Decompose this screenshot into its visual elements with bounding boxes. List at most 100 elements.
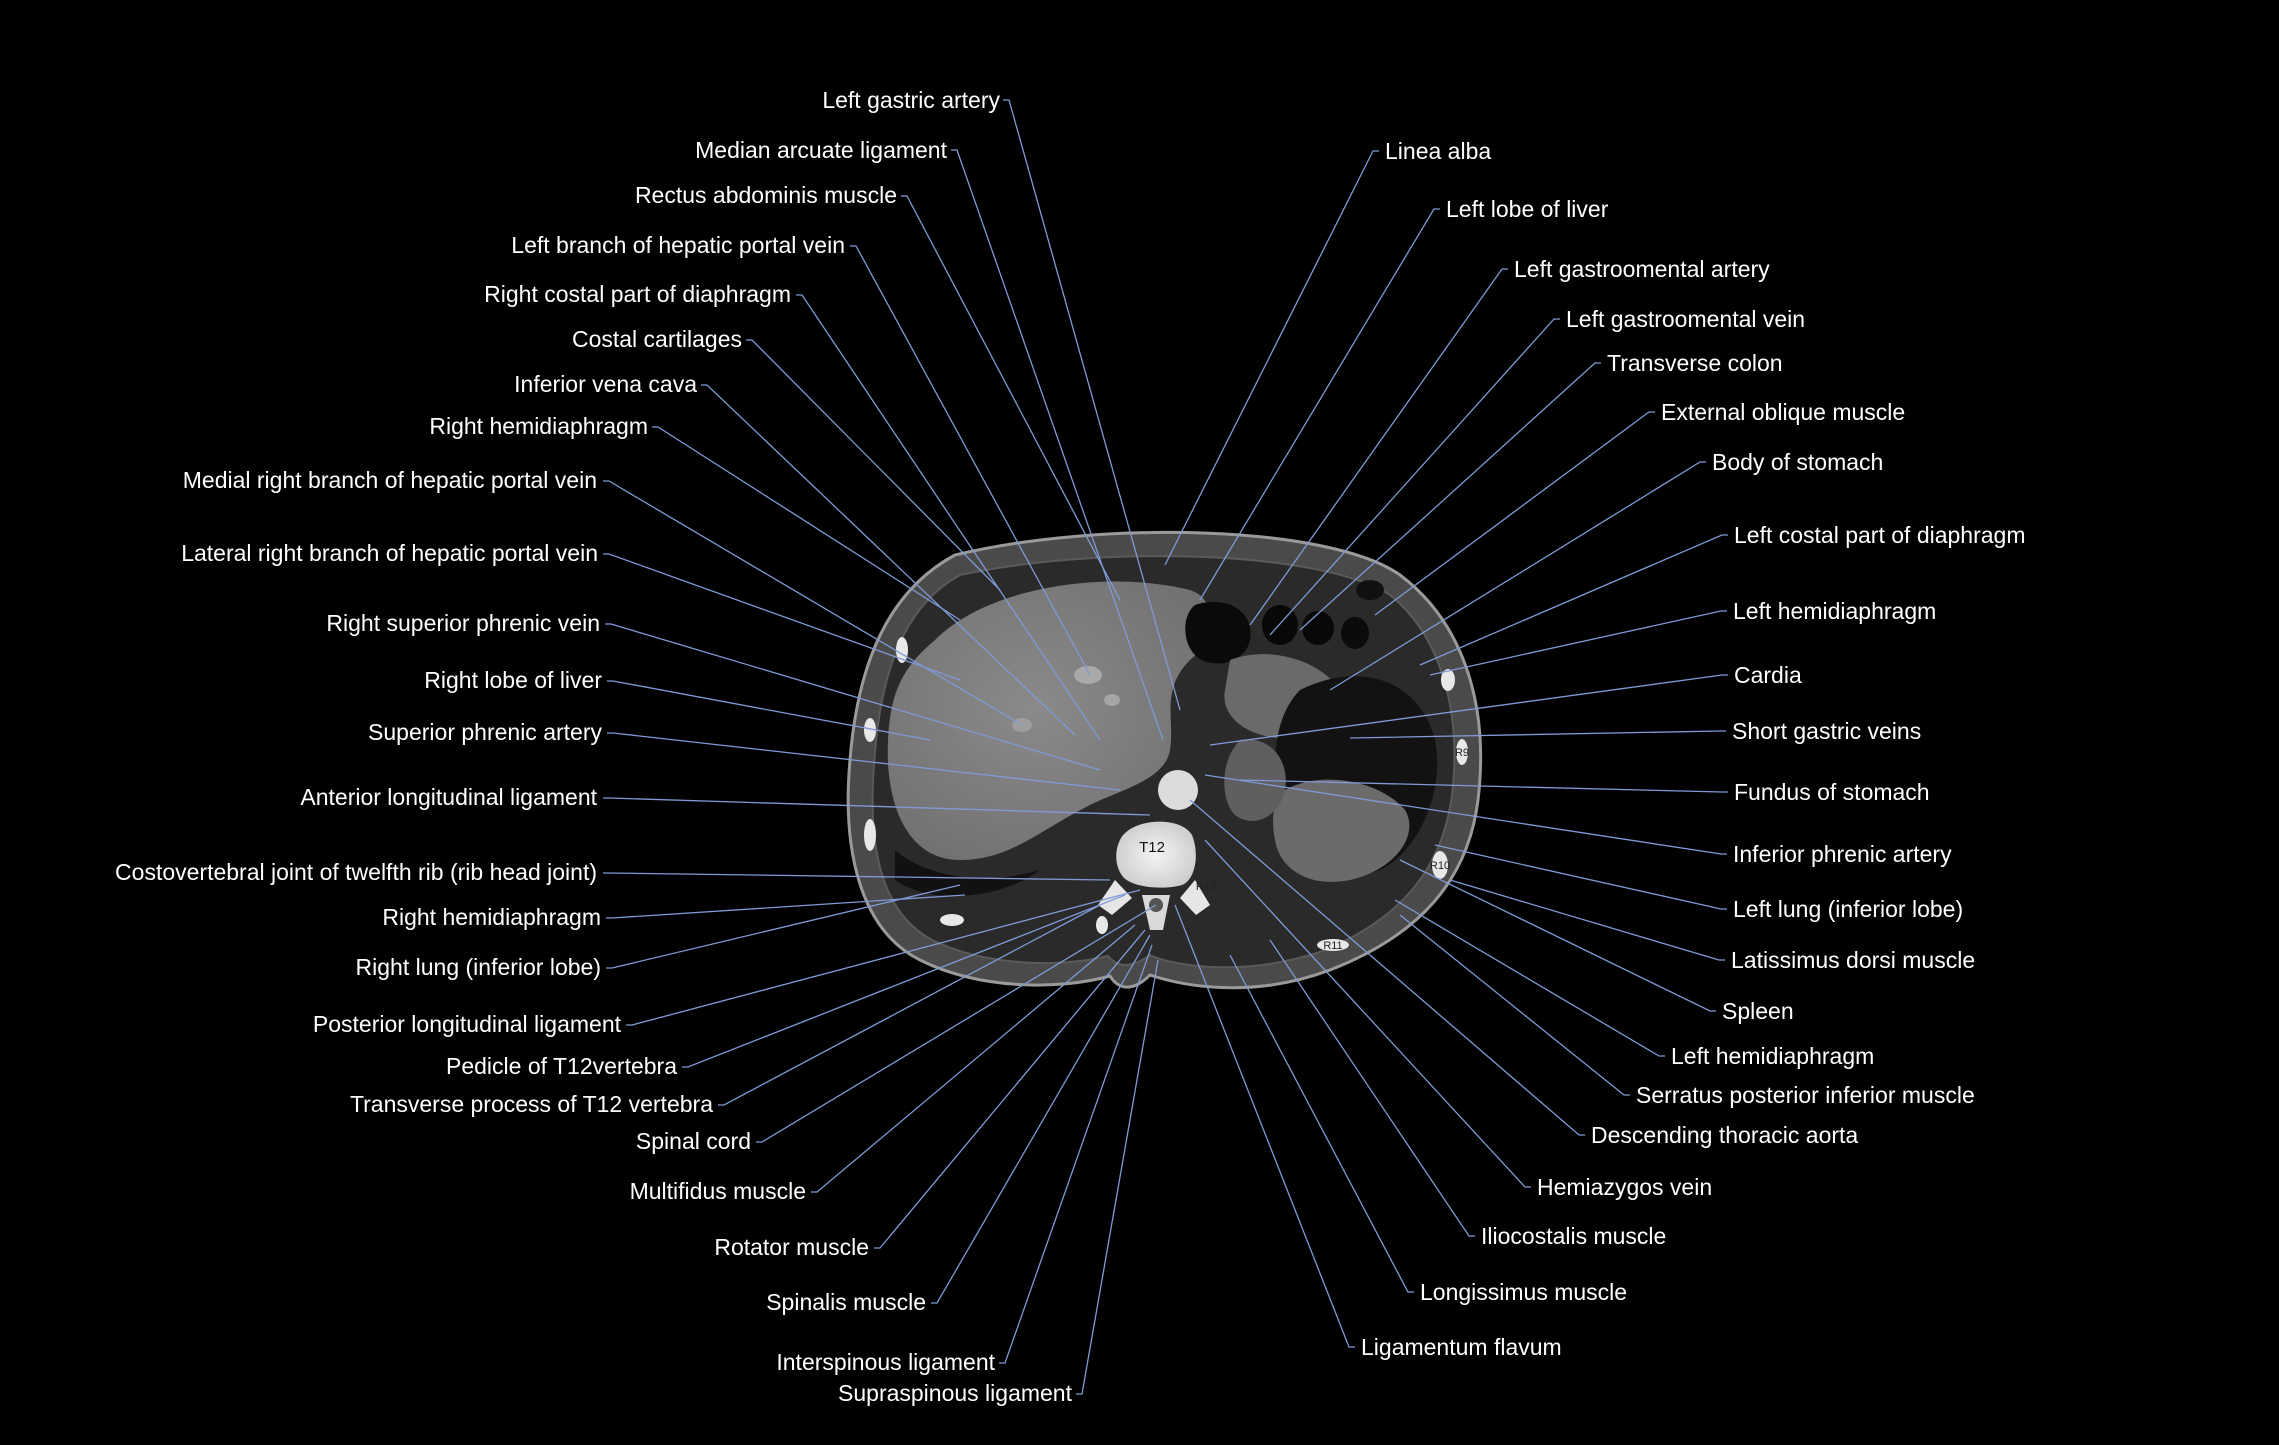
label-left-lung-inferior-lobe: Left lung (inferior lobe) — [1733, 896, 1963, 922]
leader-line — [607, 680, 931, 741]
leader-line — [607, 732, 1121, 791]
label-lateral-right-branch-portal-vein: Lateral right branch of hepatic portal v… — [181, 540, 598, 566]
leader-line — [1199, 208, 1440, 601]
aorta — [1158, 770, 1198, 810]
leader-line — [652, 426, 961, 621]
label-short-gastric-veins: Short gastric veins — [1732, 718, 1921, 744]
right-lung — [895, 850, 1040, 897]
label-descending-thoracic-aorta: Descending thoracic aorta — [1591, 1122, 1858, 1148]
label-posterior-longitudinal-ligament: Posterior longitudinal ligament — [313, 1011, 622, 1037]
leader-line — [606, 884, 961, 969]
label-hemiazygos-vein: Hemiazygos vein — [1537, 1174, 1712, 1200]
vertebra: T12 — [1098, 821, 1210, 930]
leader-line — [1249, 268, 1508, 626]
label-inferior-phrenic-artery: Inferior phrenic artery — [1733, 841, 1952, 867]
leader-line — [603, 797, 1151, 816]
label-left-gastroomental-artery: Left gastroomental artery — [1514, 256, 1770, 282]
label-spleen: Spleen — [1722, 998, 1794, 1024]
leader-line — [796, 294, 1101, 741]
label-transverse-colon: Transverse colon — [1607, 350, 1783, 376]
label-left-gastric-artery: Left gastric artery — [822, 87, 1000, 113]
leader-line — [746, 339, 1001, 591]
label-rotator-muscle: Rotator muscle — [714, 1234, 869, 1260]
leader-line — [1189, 799, 1585, 1136]
label-external-oblique-muscle: External oblique muscle — [1661, 399, 1905, 425]
label-multifidus-muscle: Multifidus muscle — [630, 1178, 806, 1204]
label-supraspinous-ligament: Supraspinous ligament — [838, 1380, 1073, 1406]
leader-line — [1174, 904, 1355, 1348]
leader-line — [1349, 730, 1726, 739]
label-spinalis-muscle: Spinalis muscle — [766, 1289, 926, 1315]
leader-line — [603, 872, 1111, 881]
leader-line — [756, 904, 1157, 1143]
leader-line — [626, 889, 1141, 1026]
label-right-hemidiaphragm-lower: Right hemidiaphragm — [382, 904, 601, 930]
rib-label: R12 — [1196, 881, 1216, 893]
leader-line — [1076, 959, 1159, 1395]
label-median-arcuate-ligament: Median arcuate ligament — [695, 137, 947, 163]
leader-line — [603, 480, 1023, 726]
leader-line — [931, 934, 1151, 1304]
label-medial-right-branch-portal-vein: Medial right branch of hepatic portal ve… — [183, 467, 597, 493]
leader-line — [1229, 954, 1414, 1293]
label-transverse-process-t12: Transverse process of T12 vertebra — [350, 1091, 713, 1117]
leader-line — [999, 944, 1153, 1364]
leader-line — [1329, 461, 1706, 691]
rib-label: R11 — [1323, 940, 1342, 952]
label-right-lobe-of-liver: Right lobe of liver — [424, 667, 602, 693]
leader-line — [1299, 362, 1601, 631]
leader-line — [1434, 844, 1727, 910]
label-left-hemidiaphragm-upper: Left hemidiaphragm — [1733, 598, 1936, 624]
leader-line — [605, 623, 1101, 771]
label-fundus-of-stomach: Fundus of stomach — [1734, 779, 1930, 805]
spleen — [1273, 779, 1410, 882]
label-left-branch-hepatic-portal-vein: Left branch of hepatic portal vein — [511, 232, 845, 258]
leader-line — [1419, 534, 1728, 666]
leader-line — [1204, 839, 1531, 1188]
label-iliocostalis-muscle: Iliocostalis muscle — [1481, 1223, 1666, 1249]
leader-lines — [603, 99, 1728, 1395]
leader-line — [682, 894, 1126, 1068]
label-right-lung-inferior-lobe: Right lung (inferior lobe) — [356, 954, 601, 980]
leader-line — [603, 553, 961, 681]
label-left-lobe-of-liver: Left lobe of liver — [1446, 196, 1609, 222]
liver — [887, 581, 1211, 860]
ribs: R12 R10 R11 R9 — [864, 637, 1469, 952]
label-longissimus-muscle: Longissimus muscle — [1420, 1279, 1627, 1305]
label-left-hemidiaphragm-lower: Left hemidiaphragm — [1671, 1043, 1874, 1069]
label-costal-cartilages: Costal cartilages — [572, 326, 742, 352]
leader-line — [1429, 610, 1727, 676]
leader-line — [1269, 939, 1475, 1237]
leader-line — [701, 384, 1076, 736]
label-anterior-longitudinal-ligament: Anterior longitudinal ligament — [300, 784, 597, 810]
ct-image: T12 R12 R10 R11 R9 — [846, 530, 1483, 990]
rib-label: R10 — [1430, 860, 1450, 872]
label-linea-alba: Linea alba — [1385, 138, 1491, 164]
label-spinal-cord: Spinal cord — [636, 1128, 751, 1154]
label-body-of-stomach: Body of stomach — [1712, 449, 1883, 475]
rib-label: R9 — [1455, 747, 1469, 759]
vertebra-label: T12 — [1139, 839, 1165, 856]
label-pedicle-t12: Pedicle of T12vertebra — [446, 1053, 677, 1079]
label-rectus-abdominis-muscle: Rectus abdominis muscle — [635, 182, 897, 208]
leader-line — [606, 894, 966, 919]
label-serratus-posterior-inferior: Serratus posterior inferior muscle — [1636, 1082, 1975, 1108]
leader-line — [1204, 774, 1727, 855]
leader-line — [1374, 411, 1655, 616]
stomach-gas — [1185, 601, 1251, 664]
label-left-gastroomental-vein: Left gastroomental vein — [1566, 306, 1805, 332]
label-right-costal-part-diaphragm: Right costal part of diaphragm — [484, 281, 791, 307]
leader-line — [874, 929, 1146, 1249]
label-inferior-vena-cava: Inferior vena cava — [514, 371, 697, 397]
label-right-hemidiaphragm-upper: Right hemidiaphragm — [429, 413, 648, 439]
label-ligamentum-flavum: Ligamentum flavum — [1361, 1334, 1562, 1360]
leader-line — [951, 149, 1164, 741]
leader-line — [901, 195, 1121, 601]
leader-line — [718, 904, 1101, 1106]
leader-line — [850, 245, 1091, 676]
label-cardia: Cardia — [1734, 662, 1802, 688]
leader-line — [1399, 914, 1630, 1096]
